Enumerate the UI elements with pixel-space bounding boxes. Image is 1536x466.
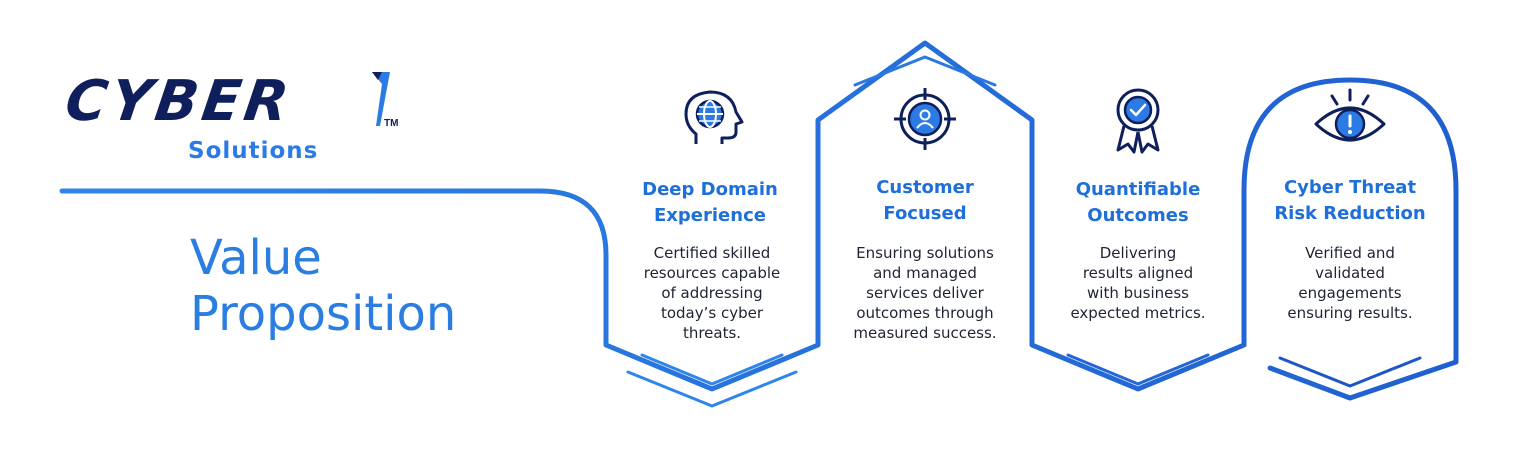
page-title-line2: Proposition <box>190 286 457 342</box>
trademark-symbol: TM <box>384 118 399 129</box>
card4-desc-line: ensuring results. <box>1287 304 1413 322</box>
card1-title-line1: Deep Domain <box>642 179 778 200</box>
card1-title: Deep Domain Experience <box>605 177 815 229</box>
card3-desc-line: with business <box>1087 284 1189 302</box>
card4-description: Verified and validated engagements ensur… <box>1250 243 1450 323</box>
card1-chevron-outer <box>626 370 798 408</box>
award-badge-icon <box>1116 88 1160 154</box>
card1-desc-line: of addressing <box>661 284 763 302</box>
card2-desc-line: measured success. <box>853 324 997 342</box>
card2-desc-line: outcomes through <box>856 304 994 322</box>
logo-swoosh-icon <box>372 72 390 126</box>
card4-desc-line: Verified and <box>1305 244 1395 262</box>
card3-title: Quantifiable Outcomes <box>1033 177 1243 229</box>
card4-desc-line: engagements <box>1298 284 1402 302</box>
card3-desc-line: results aligned <box>1082 264 1194 282</box>
card1-title-line2: Experience <box>654 205 766 226</box>
card3-description: Delivering results aligned with business… <box>1038 243 1238 323</box>
connector-line <box>59 40 1459 401</box>
card3-title-line1: Quantifiable <box>1075 179 1201 200</box>
card3-desc-line: expected metrics. <box>1070 304 1206 322</box>
card2-desc-line: services deliver <box>866 284 984 302</box>
card1-chevron <box>640 353 784 386</box>
card4-desc-line: validated <box>1315 264 1385 282</box>
card3-chevron <box>1066 353 1210 386</box>
card1-desc-line: resources capable <box>643 264 781 282</box>
card2-desc-line: and managed <box>873 264 977 282</box>
card2-title: Customer Focused <box>820 175 1030 227</box>
page-title: Value Proposition <box>190 230 456 342</box>
card2-desc-line: Ensuring solutions <box>856 244 994 262</box>
card1-desc-line: threats. <box>682 324 742 342</box>
page-title-line1: Value <box>190 230 322 286</box>
card1-desc-line: today’s cyber <box>660 304 764 322</box>
card2-title-line1: Customer <box>876 177 974 198</box>
card2-title-line2: Focused <box>883 203 967 224</box>
card2-description: Ensuring solutions and managed services … <box>825 243 1025 343</box>
brand-logo-text: CYBER <box>61 69 297 134</box>
globe-head-icon <box>684 90 744 144</box>
card2-chevron <box>853 55 997 87</box>
card4-title-line1: Cyber Threat <box>1283 177 1417 198</box>
card1-desc-line: Certified skilled <box>653 244 771 262</box>
card1-description: Certified skilled resources capable of a… <box>612 243 812 343</box>
card4-title: Cyber Threat Risk Reduction <box>1245 175 1455 227</box>
card3-desc-line: Delivering <box>1099 244 1177 262</box>
eye-alert-icon <box>1314 88 1386 142</box>
brand-subtitle: Solutions <box>188 138 319 164</box>
target-user-icon <box>894 88 956 150</box>
card4-chevron <box>1278 356 1422 388</box>
card4-title-line2: Risk Reduction <box>1274 203 1426 224</box>
card3-title-line2: Outcomes <box>1087 205 1189 226</box>
